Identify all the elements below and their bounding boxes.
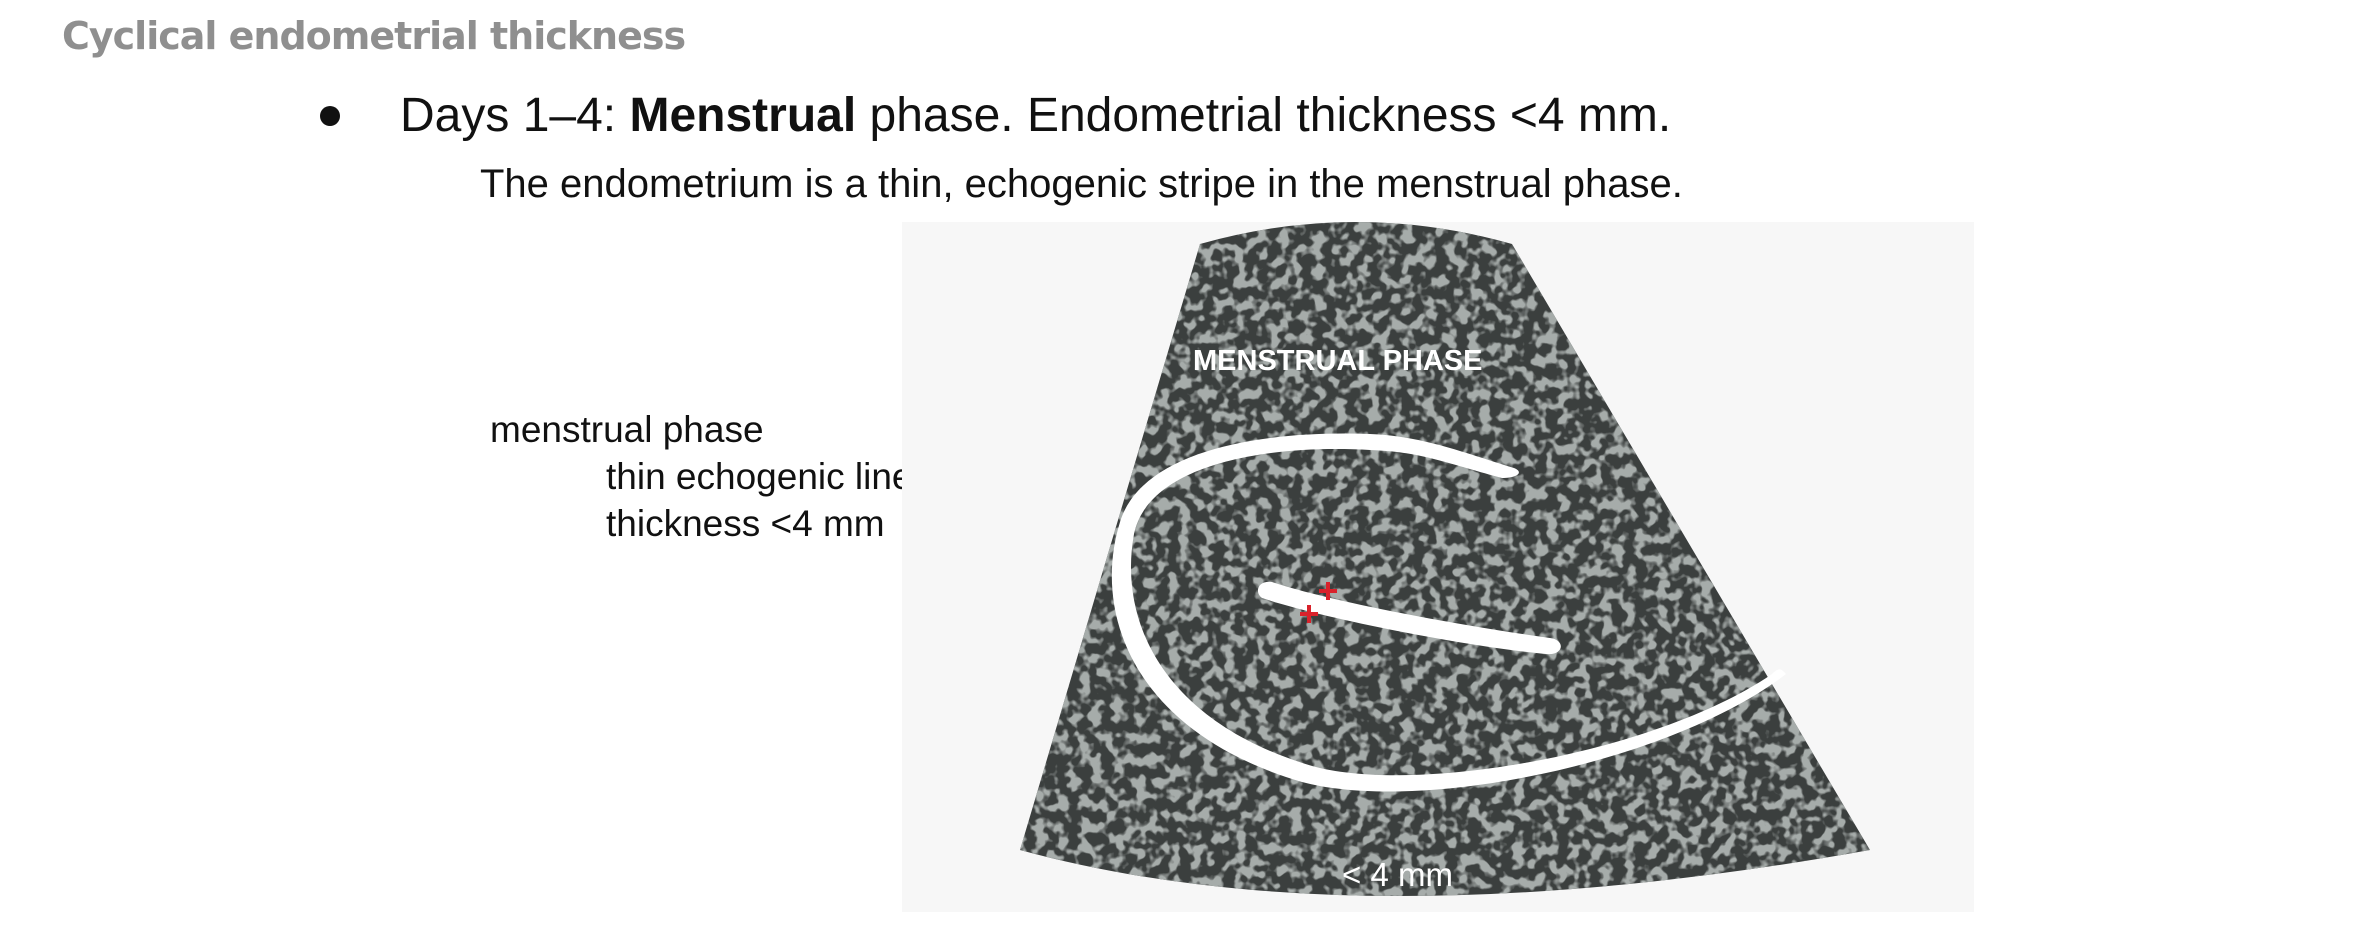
notes-heading: menstrual phase [490, 409, 764, 450]
speckle-texture [1020, 222, 1870, 896]
notes-block: menstrual phase thin echogenic line thic… [490, 406, 913, 547]
bullet-marker [320, 106, 340, 126]
bullet-prefix: Days 1–4: [400, 89, 630, 142]
bullet-bold-term: Menstrual [629, 89, 857, 142]
bullet-suffix: phase. Endometrial thickness <4 mm. [856, 89, 1672, 142]
notes-line-2: thickness <4 mm [606, 503, 885, 544]
caliper-markers [1300, 582, 1337, 623]
ultrasound-svg: MENSTRUAL PHASE < 4 mm [1020, 222, 1870, 896]
outer-endometrial-stripe [1111, 433, 1786, 792]
bullet-line: Days 1–4: Menstrual phase. Endometrial t… [400, 88, 1671, 144]
notes-line-1: thin echogenic line [606, 456, 913, 497]
phase-label: MENSTRUAL PHASE [1193, 345, 1483, 377]
page-title: Cyclical endometrial thickness [62, 14, 686, 58]
ultrasound-illustration: MENSTRUAL PHASE < 4 mm [902, 222, 1974, 912]
inner-endometrial-stripe [1257, 581, 1561, 655]
measurement-label: < 4 mm [1342, 856, 1453, 893]
bullet-description: The endometrium is a thin, echogenic str… [480, 162, 1683, 206]
